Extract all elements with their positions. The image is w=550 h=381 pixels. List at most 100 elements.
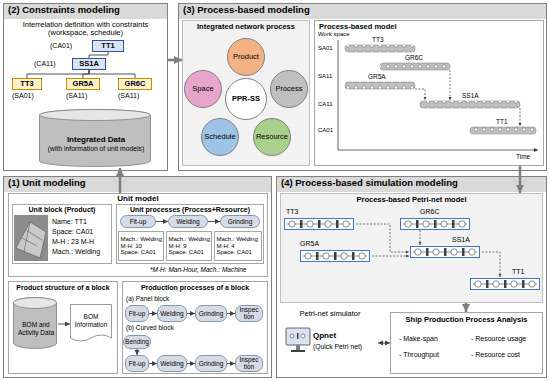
analysis-box-text: - Resource usage — [471, 335, 541, 343]
label-text: (b) Curved block — [126, 324, 174, 331]
text-slot: Ship Production Process Analysis — [391, 316, 542, 324]
petri-subnet — [285, 219, 354, 230]
ppr-circle-text: Schedule — [204, 133, 235, 141]
text-slot: Name: TT1 — [52, 218, 112, 226]
process-step: Fit-up — [125, 305, 149, 322]
attribute-box: Mach.: WeldingM-H: 10Space: CA01 — [118, 231, 164, 261]
text-slot: Production processes of a block — [123, 284, 267, 292]
attribute-box-text: M-H: 4 — [217, 243, 235, 250]
block-box: SS1A — [72, 58, 106, 70]
process-step-text: Fit-up — [129, 360, 146, 367]
block-box: GR5A — [66, 78, 100, 90]
axis-line — [338, 40, 538, 150]
sub-panel: Process-based Petri-net model — [280, 193, 543, 303]
label-text: SA11 — [318, 73, 332, 80]
label-text: (CA11) — [34, 60, 56, 68]
label-text: SA01 — [318, 45, 333, 52]
process-step: Fit-up — [125, 355, 149, 372]
text-slot: - Make-span — [399, 335, 469, 343]
connector — [378, 343, 390, 344]
label-text: (SA11) — [66, 92, 87, 100]
ppr-circle: PPR-SS — [225, 78, 267, 120]
text-slot: (CA01) — [50, 42, 72, 50]
process-step-text: Grinding — [199, 360, 224, 367]
attribute-box-text: M-H: 9 — [169, 243, 187, 250]
text-slot: SS1A — [452, 236, 470, 244]
sub-panel-text: Product structure of a block — [9, 284, 117, 292]
process-step-text: Welding — [176, 218, 199, 225]
label-text: GR6C — [405, 54, 423, 61]
process-step-text: Bending — [125, 338, 149, 345]
attribute-box-text: Space: CA01 — [169, 249, 204, 256]
process-step-text: Welding — [160, 310, 183, 317]
text-slot: (2) Constraints modeling — [8, 5, 163, 15]
process-step: Grinding — [195, 305, 227, 322]
block-box-text: GR5A — [73, 80, 94, 88]
connector — [149, 313, 157, 314]
text-slot: Integrated network process — [183, 23, 309, 31]
process-step: Fit-up — [120, 215, 156, 228]
block-box-text: GR6C — [125, 80, 146, 88]
text-slot: Process-based model — [319, 23, 519, 31]
label-text: *M-H: Man-Hour, Mach.: Machine — [150, 266, 246, 273]
ppr-circle-text: Product — [233, 53, 259, 61]
text-slot: (SA11) — [118, 92, 139, 100]
sub-panel: Integrated network processProductSpacePP… — [182, 20, 310, 166]
connector — [156, 221, 168, 222]
label-text: GR6C — [420, 208, 439, 216]
sub-panel-text: Process-based model — [319, 23, 519, 31]
flow-arrow — [168, 59, 182, 62]
text-slot: Mach.: Welding — [52, 248, 112, 256]
ppr-circle: Schedule — [201, 118, 239, 156]
database-drum: Integrated Data(with information of unit… — [40, 110, 152, 168]
analysis-box-text: Ship Production Process Analysis — [391, 316, 542, 324]
label-text: (SA11) — [118, 92, 139, 100]
label-text: Work space — [318, 31, 350, 38]
analysis-box-text: - Throughput — [399, 351, 469, 359]
process-step: Bending — [123, 335, 151, 349]
text-slot: (SA11) — [66, 92, 87, 100]
text-slot: CA01 — [318, 127, 333, 134]
panel-title: (1) Unit modeling — [8, 178, 263, 188]
text-slot: Unit model — [9, 195, 267, 204]
flow-arrow — [519, 166, 522, 193]
simulator-group-text: Petri-net simulator — [282, 310, 378, 318]
text-slot: GR6C — [405, 54, 423, 61]
sub-panel: Unit modelUnit block (Product)Name: TT1S… — [8, 193, 268, 277]
unit-process-box: Unit processes (Process+Resource)Fit-up W… — [116, 204, 264, 264]
text-slot: TT1 — [512, 268, 524, 276]
process-step: Inspection — [235, 355, 263, 372]
sub-panel-text: Production processes of a block — [123, 284, 267, 292]
connector — [137, 349, 138, 355]
attribute-box-text: M-H: 10 — [121, 243, 142, 250]
text-slot: GR5A — [368, 73, 386, 80]
connector — [187, 363, 195, 364]
panel-title: Interrelation definition with constraint… — [8, 21, 163, 38]
attribute-box: Mach.: WeldingM-H: 9Space: CA01 — [166, 231, 212, 261]
text-slot: (SA01) — [12, 92, 34, 100]
text-slot: M-H : 23 M-H — [52, 238, 112, 246]
text-slot: Product structure of a block — [9, 284, 117, 292]
text-slot: (Quick Petri net) — [313, 343, 377, 350]
attribute-box-text: Space: CA01 — [121, 249, 156, 256]
text-slot: *M-H: Man-Hour, Mach.: Machine — [150, 266, 246, 273]
analysis-box-text: - Resource cost — [471, 351, 541, 359]
text-slot: Process-based Petri-net model — [281, 196, 542, 204]
database-drum-text: BOM and Activity Data — [15, 321, 57, 335]
unit-process-box-text: Unit processes (Process+Resource) — [117, 206, 263, 214]
petri-net — [285, 219, 540, 290]
block-box-text: TT1 — [101, 42, 114, 50]
database-drum: BOM and Activity Data — [14, 298, 58, 350]
petri-subnet — [401, 219, 470, 230]
process-step: Welding — [168, 215, 208, 228]
panel-title: (2) Constraints modeling — [8, 5, 163, 15]
analysis-box: Ship Production Process Analysis - Make-s… — [390, 312, 543, 374]
time-axis — [338, 40, 538, 150]
ppr-circle: Product — [227, 38, 265, 76]
panel-title: (3) Process-based modeling — [183, 5, 538, 15]
text-slot: TT3 — [286, 208, 298, 216]
connector — [27, 70, 89, 78]
connector — [149, 363, 157, 364]
text-slot: Time — [516, 153, 530, 160]
